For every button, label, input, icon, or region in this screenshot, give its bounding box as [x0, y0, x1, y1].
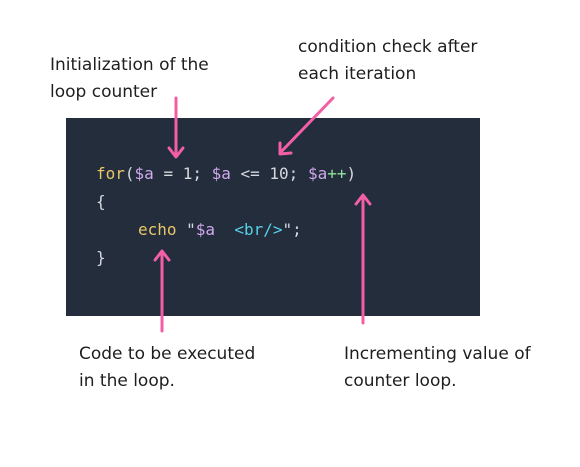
paren-open: ( — [124, 164, 135, 183]
variable-a-inc: $a — [307, 164, 328, 183]
label-initialization: Initialization of the loop counter — [50, 52, 209, 106]
label-initialization-line-1: Initialization of the — [50, 55, 209, 75]
variable-a-init: $a — [134, 164, 154, 183]
label-condition-check: condition check after each iteration — [298, 34, 477, 88]
label-condition-line-2: each iteration — [298, 64, 417, 84]
label-increment: Incrementing value of counter loop. — [344, 341, 531, 395]
label-loop-body-line-1: Code to be executed — [79, 344, 256, 364]
label-increment-line-1: Incrementing value of — [344, 344, 531, 364]
increment-operator: ++ — [327, 164, 347, 183]
code-line-close-brace: } — [96, 248, 106, 267]
code-panel: for($a = 1; $a <= 10; $a++) { echo "$a <… — [66, 118, 480, 316]
init-expression: = 1; — [153, 164, 212, 183]
string-quote-close: "; — [282, 220, 302, 239]
html-br-tag: <br/> — [234, 220, 283, 239]
label-loop-body: Code to be executed in the loop. — [79, 341, 255, 395]
string-space — [215, 220, 234, 239]
condition-expression: <= 10; — [230, 164, 308, 183]
string-quote-open: " — [176, 220, 196, 239]
label-increment-line-2: counter loop. — [344, 371, 457, 391]
keyword-for: for — [96, 164, 125, 183]
variable-a-cond: $a — [211, 164, 231, 183]
variable-a-echo: $a — [195, 220, 216, 239]
code-line-echo: echo "$a <br/>"; — [138, 220, 302, 240]
keyword-echo: echo — [138, 220, 177, 239]
label-loop-body-line-2: in the loop. — [79, 371, 175, 391]
label-initialization-line-2: loop counter — [50, 82, 158, 102]
code-line-open-brace: { — [96, 192, 106, 211]
label-condition-line-1: condition check after — [298, 37, 478, 57]
paren-close: ) — [346, 164, 357, 183]
code-line-for: for($a = 1; $a <= 10; $a++) — [96, 164, 356, 184]
